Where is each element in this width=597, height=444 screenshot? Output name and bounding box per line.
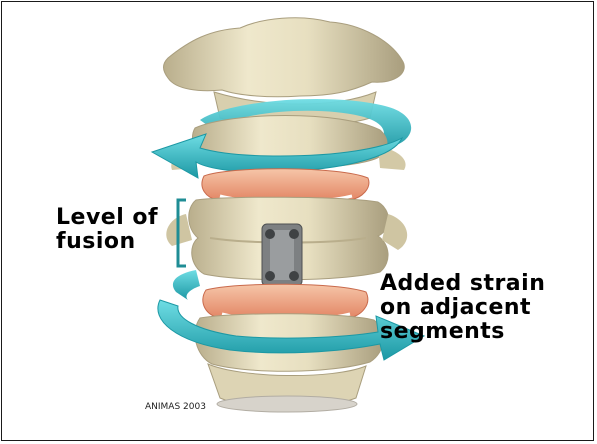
- level-of-fusion-label: Level of fusion: [56, 206, 158, 254]
- vertebra-bottom: [195, 314, 383, 412]
- fusion-plate: [262, 224, 302, 286]
- added-strain-label: Added strain on adjacent segments: [380, 272, 545, 344]
- rotation-arrow-lower: [173, 270, 200, 300]
- copyright-text: ANIMAS 2003: [145, 402, 206, 412]
